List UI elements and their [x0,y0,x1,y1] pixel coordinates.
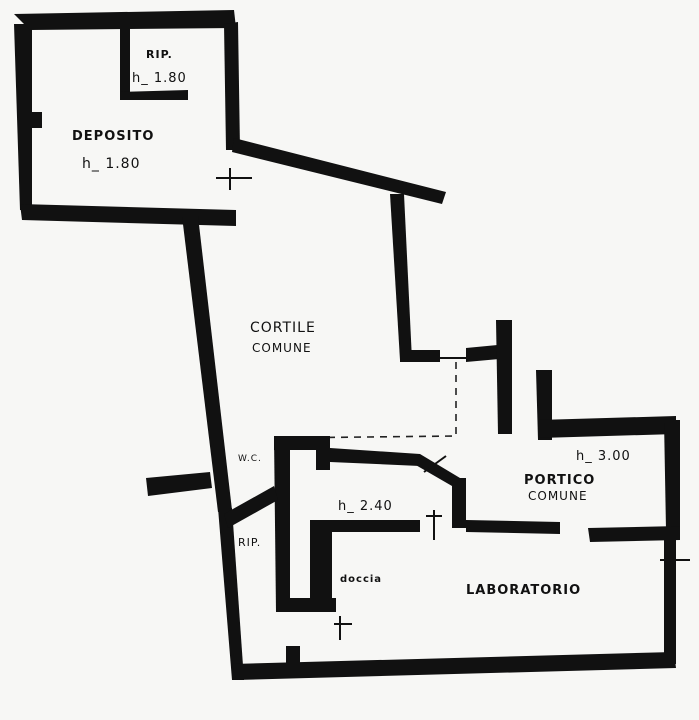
deposito-label: DEPOSITO [72,129,154,144]
rip-bottom-label: RIP. [238,536,261,549]
portico-walls [536,370,680,542]
interior-height: h_ 2.40 [338,499,393,514]
doccia-label: doccia [340,574,382,585]
cortile-walls [146,138,512,512]
deposito-walls [14,10,240,226]
rip-top-label: RIP. [146,48,173,61]
portico-sublabel: COMUNE [528,489,588,503]
cortile-sublabel: COMUNE [252,341,312,355]
wc-label: W.C. [238,454,262,464]
laboratorio-walls [218,436,676,680]
rip-top-height: h_ 1.80 [132,71,187,86]
cortile-label: CORTILE [250,320,316,336]
portico-height: h_ 3.00 [576,449,631,464]
laboratorio-label: LABORATORIO [466,583,581,598]
door-swing [423,455,447,473]
deposito-height: h_ 1.80 [82,156,141,172]
portico-label: PORTICO [524,473,595,488]
rip-diagonal-wall [224,486,278,528]
